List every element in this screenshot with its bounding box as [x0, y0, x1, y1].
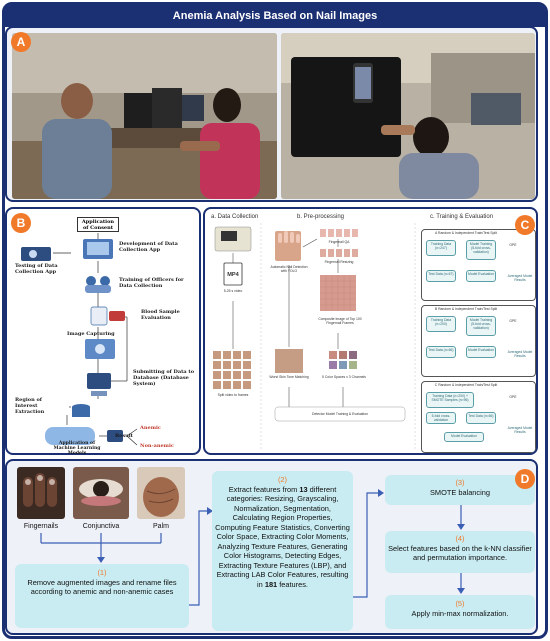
group-1-test: Test Data (n=67) — [426, 270, 456, 282]
step-1-number: (1) — [97, 568, 107, 577]
flow-testing: Testing of Data Collection App — [15, 263, 58, 275]
fingernails-thumbnail — [17, 467, 65, 519]
composite-note: Composite Image of Top 100 Fingernail Fr… — [318, 317, 362, 325]
group-2-header: B Random & Independent Train/Test Split — [434, 307, 498, 311]
group-1-header: A Random & Independent Train/Test Split — [434, 231, 497, 235]
step-3-box: (3) SMOTE balancing — [385, 475, 535, 505]
photo-data-collection-right — [281, 33, 535, 199]
step-2-text-post: features. — [277, 579, 308, 589]
group-1-eval: Model Evaluation — [466, 270, 496, 282]
step-3-text: SMOTE balancing — [430, 487, 490, 497]
detector-note: Detector Model Training & Evaluation — [312, 412, 368, 416]
step-2-text-pre: Extract features from — [228, 484, 300, 494]
group-3-header: C Random & Independent Train/Test Split — [434, 383, 498, 387]
flow-anemic: Anemic — [140, 425, 161, 431]
resizing-note: Fingernail Resizing — [324, 260, 354, 264]
group-3-train: Training Data (n=200) + SMOTE Samples (n… — [426, 392, 474, 408]
panel-b-label: B — [11, 213, 31, 233]
conjunctiva-thumbnail — [73, 467, 129, 519]
panel-d-arrows — [40, 489, 465, 606]
group-2-eval: Model Evaluation — [466, 346, 496, 358]
panel-a: A — [5, 26, 538, 202]
panel-c-col-c-title: c. Training & Evaluation — [430, 214, 494, 220]
training-group-2: B Random & Independent Train/Test Split … — [421, 305, 536, 377]
step-2-text-mid: different categories: Resizing, Grayscal… — [215, 484, 350, 589]
group-2-result: Averaged Model Results — [507, 350, 533, 358]
group-2-phone: GPE — [509, 319, 517, 323]
flow-nonanemic: Non-anemic — [140, 443, 174, 449]
photo-data-collection-left — [12, 33, 277, 199]
training-group-3: C Random & Independent Train/Test Split … — [421, 381, 536, 453]
panel-b-connectors — [21, 233, 138, 446]
group-1-model: Model Training (5-fold cross-validation) — [466, 240, 496, 260]
color-spaces-note: 5 Color Spaces x 3 Channels — [322, 375, 366, 379]
group-3-phone: GPE — [509, 395, 517, 399]
group-1-train: Training Data (n=247) — [426, 240, 456, 256]
panel-c-col-b-title: b. Pre-processing — [297, 214, 345, 220]
step-4-text: Select features based on the k-NN classi… — [388, 543, 532, 563]
flow-start-box: Application of Consent — [77, 217, 119, 232]
panel-d: Fingernails Conjunctiva Palm (1) Remove … — [5, 459, 538, 635]
step-1-text: Remove augmented images and rename files… — [27, 577, 177, 597]
flow-image: Image Capturing — [67, 331, 115, 337]
fingernails-label: Fingernails — [23, 523, 59, 530]
group-2-model: Model Training (5-fold cross-validation) — [466, 316, 496, 336]
panel-a-label: A — [11, 32, 31, 52]
step-2-feature-total: 181 — [264, 579, 278, 589]
video-note: 5-25 s video — [223, 289, 243, 293]
panel-b: B Application of Consent — [5, 207, 201, 456]
flow-training: Training of Officers for Data Collection — [119, 277, 184, 289]
group-3-model: 5-fold cross-validation — [426, 412, 456, 424]
panel-d-label: D — [515, 469, 535, 489]
conjunctiva-label: Conjunctiva — [82, 523, 120, 530]
step-5-text: Apply min-max normalization. — [411, 608, 509, 618]
group-1-result: Averaged Model Results — [507, 274, 533, 282]
group-1-phone: GPE — [509, 243, 517, 247]
panel-c-col-a-title: a. Data Collection — [211, 214, 259, 220]
step-4-box: (4) Select features based on the k-NN cl… — [385, 531, 535, 573]
palm-label: Palm — [153, 523, 169, 530]
flow-blood: Blood Sample Evaluation — [141, 309, 180, 321]
qa-note: Fingernail QA — [328, 240, 350, 244]
step-1-box: (1) Remove augmented images and rename f… — [15, 564, 189, 628]
group-2-train: Training Data (n=200) — [426, 316, 456, 332]
flow-ml: Application of Machine Learning Models — [53, 441, 101, 456]
training-group-1: A Random & Independent Train/Test Split … — [421, 229, 536, 301]
auto-nail-note: Automatic Nail Detection with YOLO — [270, 265, 308, 273]
flow-submit: Submitting of Data to Database (Database… — [133, 369, 195, 387]
step-2-box: (2) Extract features from 13 different c… — [212, 471, 353, 631]
group-2-test: Test Data (n=66) — [426, 346, 456, 358]
step-2-category-count: 13 — [299, 484, 308, 494]
mp4-label: MP4 — [227, 272, 239, 278]
group-3-result: Averaged Model Results — [507, 426, 533, 434]
step-2-number: (2) — [277, 475, 288, 484]
group-3-eval: Model Evaluation — [444, 432, 484, 442]
palm-thumbnail — [137, 467, 185, 519]
step-3-number: (3) — [455, 478, 465, 487]
split-note: Split video to frames — [217, 393, 249, 397]
flow-result: Result — [115, 433, 133, 439]
panel-c: a. Data Collection b. Pre-processing c. … — [203, 207, 538, 455]
figure-title: Anemia Analysis Based on Nail Images — [5, 5, 545, 27]
flow-roi: Region of Interest Extraction — [15, 397, 45, 415]
skin-note: Worst Skin Tone Matching — [269, 375, 309, 379]
step-4-number: (4) — [455, 534, 465, 543]
step-5-box: (5) Apply min-max normalization. — [385, 595, 535, 629]
group-3-test: Test Data (n=66) — [466, 412, 496, 424]
flow-dev-app: Development of Data Collection App — [119, 241, 178, 253]
step-5-number: (5) — [455, 599, 465, 608]
panel-c-label: C — [515, 215, 535, 235]
